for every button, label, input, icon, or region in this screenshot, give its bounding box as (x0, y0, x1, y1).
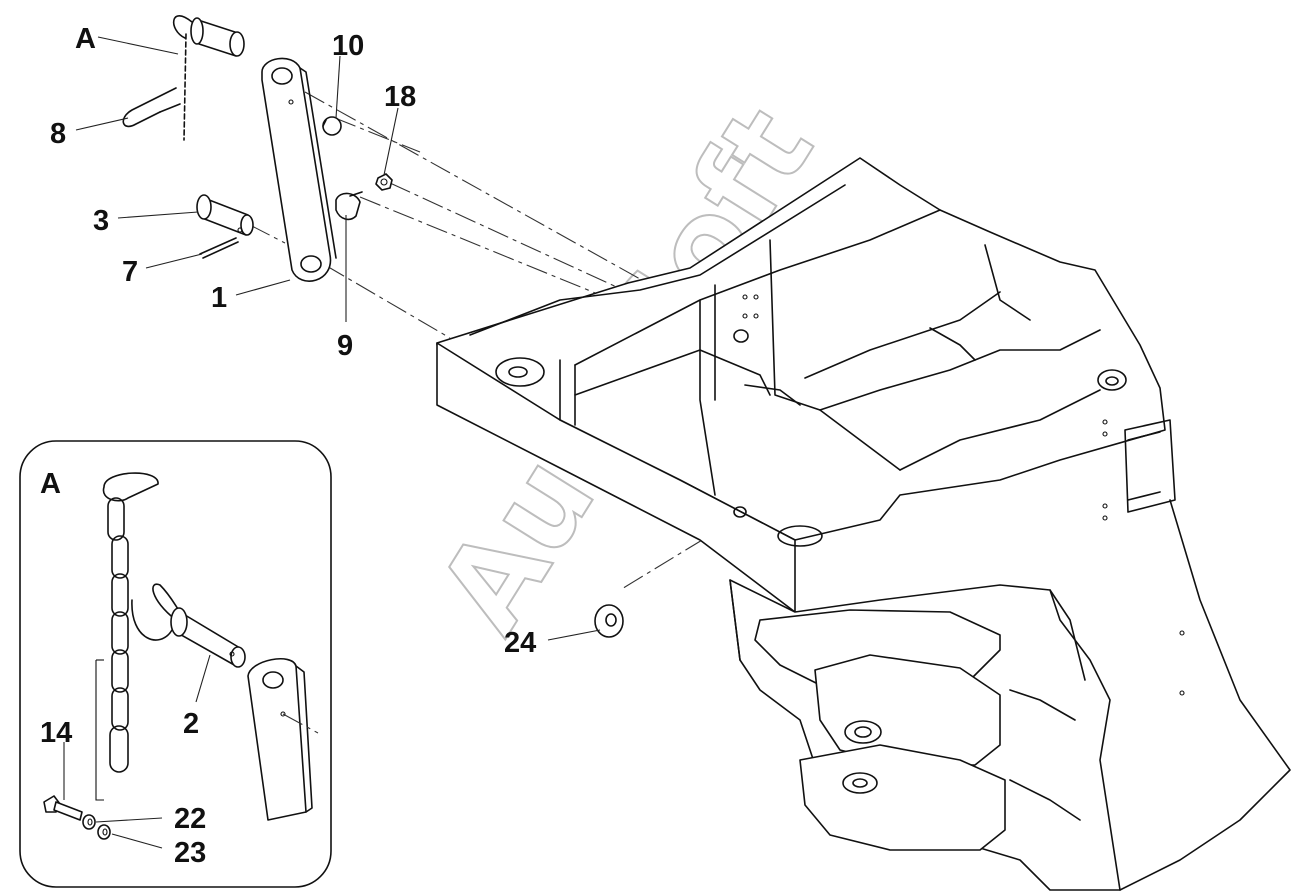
bolt-part-14 (43, 795, 83, 821)
pin-detail (131, 583, 246, 668)
callout-2: 2 (183, 708, 199, 740)
callout-3: 3 (93, 205, 109, 237)
washer-part-22 (82, 814, 96, 830)
callout-8: 8 (50, 118, 66, 150)
callout-labels: A 10 18 8 3 7 1 9 24 A 2 14 22 23 (40, 23, 536, 869)
callout-23: 23 (174, 837, 206, 869)
link-bar-detail (247, 658, 319, 821)
callout-22: 22 (174, 803, 206, 835)
callout-7: 7 (122, 256, 138, 288)
chain-detail (95, 472, 159, 801)
stop-part-9 (335, 191, 363, 221)
callout-24: 24 (504, 627, 536, 659)
cap-part-10 (322, 116, 342, 136)
cotter-pin-part-7 (199, 237, 239, 259)
nut-part-18 (375, 173, 393, 191)
leader-lines (75, 36, 601, 641)
washer-part-24 (594, 604, 624, 638)
r-clip-part-8 (122, 87, 181, 128)
callout-detail-ref: A (75, 23, 96, 55)
top-pin (172, 15, 245, 141)
link-bar-part-1 (261, 57, 337, 282)
detail-a-panel (19, 440, 332, 888)
clevis-pin-part-3 (196, 194, 254, 236)
callout-1: 1 (211, 282, 227, 314)
nut-part-23 (97, 824, 111, 840)
callout-14: 14 (40, 717, 72, 749)
detail-a-label: A (40, 468, 61, 500)
callout-10: 10 (332, 30, 364, 62)
main-frame (436, 157, 1291, 891)
callout-9: 9 (337, 330, 353, 362)
callout-18: 18 (384, 81, 416, 113)
